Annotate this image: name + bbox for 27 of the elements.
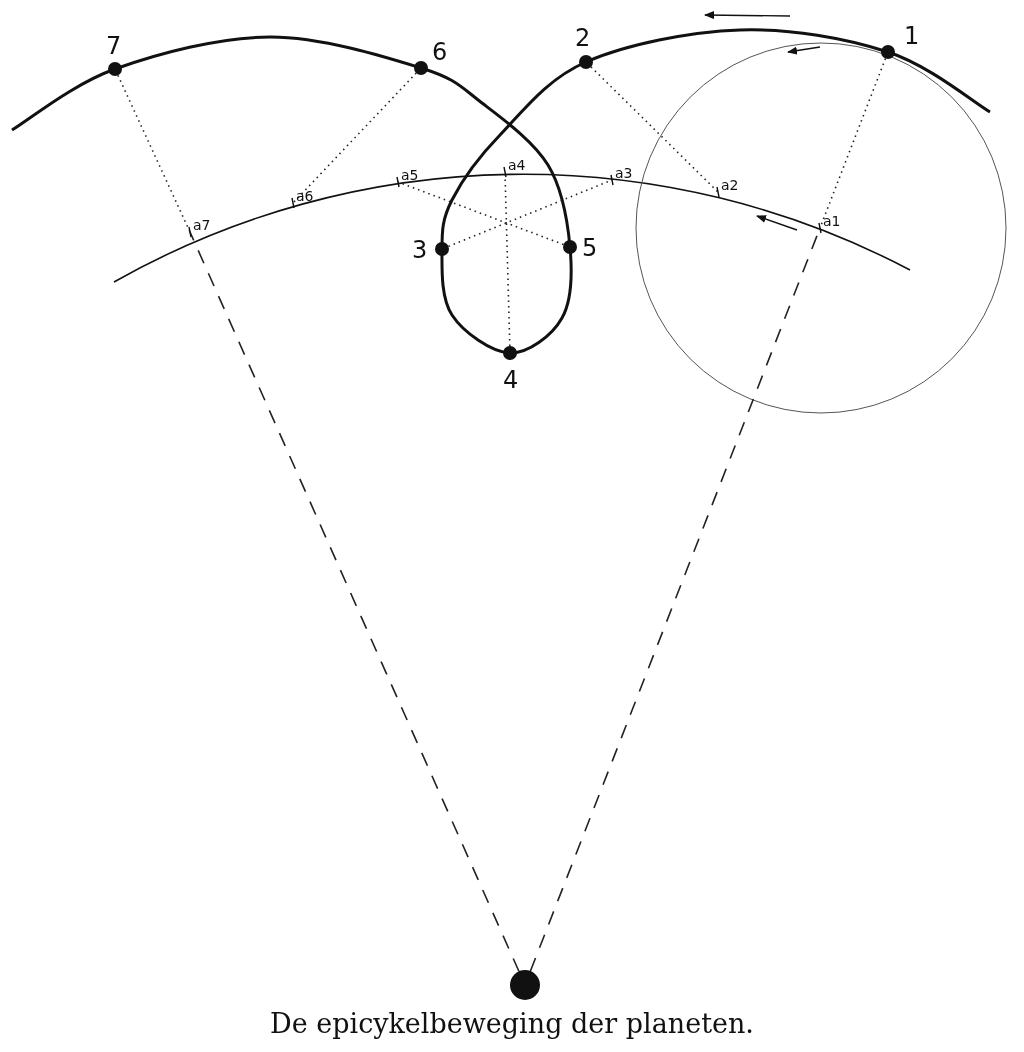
- caption: De epicykelbeweging der planeten.: [269, 1008, 755, 1039]
- point-label: a5: [401, 167, 419, 183]
- planet-dot: [435, 242, 449, 256]
- dotted-line: [590, 66, 719, 193]
- position-number: 4: [503, 368, 519, 392]
- point-label: a4: [508, 157, 526, 173]
- planet-dot: [414, 61, 428, 75]
- position-number: 7: [106, 34, 122, 58]
- dotted-line: [504, 171, 511, 347]
- point-label: a3: [615, 165, 633, 181]
- planet-dot: [563, 240, 577, 254]
- point-label: a6: [296, 188, 314, 204]
- position-number: 6: [432, 40, 448, 64]
- dotted-line: [292, 72, 417, 204]
- planet-dot: [579, 55, 593, 69]
- planet-dot: [881, 45, 895, 59]
- position-number: 5: [582, 236, 598, 260]
- point-label: a1: [823, 213, 841, 229]
- position-number: 3: [412, 238, 428, 262]
- point-label: a2: [721, 177, 739, 193]
- point-label: a7: [193, 217, 211, 233]
- planet-dot: [108, 62, 122, 76]
- earth-dot: [510, 970, 540, 1000]
- planet-dot: [503, 346, 517, 360]
- dashed-sight-line: [189, 231, 520, 973]
- position-number: 2: [575, 26, 591, 50]
- position-number: 1: [904, 24, 920, 48]
